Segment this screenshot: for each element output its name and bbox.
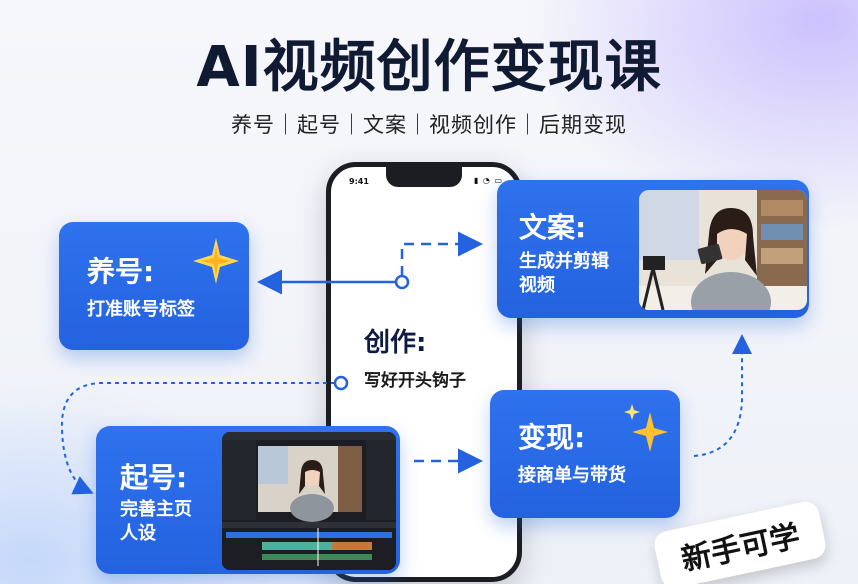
card-wenan: 文案: 生成并剪辑 视频 [497, 180, 809, 318]
card-bianxian-heading: 变现: [518, 421, 586, 454]
arrow-node-top [394, 274, 410, 290]
card-bianxian: 变现: 接商单与带货 [490, 390, 680, 518]
arrow-to-wen [400, 231, 483, 276]
create-heading: 创作: [364, 328, 427, 358]
card-wenan-heading: 文案: [519, 211, 587, 244]
create-desc: 写好开头钩子 [364, 371, 466, 391]
page-subtitle: 养号｜起号｜文案｜视频创作｜后期变现 [231, 113, 627, 137]
card-wenan-desc-line1: 生成并剪辑 [519, 251, 609, 272]
arrow-node-mid [333, 375, 349, 391]
phone-status-icons: ▮ ◔ ▭ [473, 176, 503, 185]
card-yanghao-heading: 养号: [87, 255, 155, 288]
sparkle-icon [193, 238, 239, 284]
card-bianxian-desc: 接商单与带货 [518, 465, 626, 486]
card-yanghao-desc: 打准账号标签 [87, 299, 195, 320]
card-qihao-heading: 起号: [120, 461, 188, 494]
arrow-bian-to-wen [693, 334, 752, 457]
page-title: AI视频创作变现课 [196, 35, 662, 100]
arrow-to-qi [60, 382, 335, 495]
card-qihao-desc-line1: 完善主页 [120, 499, 192, 520]
star-sparkle-icon [624, 404, 668, 452]
phone-notch [386, 167, 462, 187]
card-yanghao: 养号: 打准账号标签 [59, 222, 249, 350]
card-wenan-desc: 生成并剪辑 视频 [519, 250, 609, 298]
card-qihao-desc: 完善主页 人设 [120, 498, 192, 546]
phone-time: 9:41 [349, 177, 369, 186]
video-editor-screenshot [222, 432, 396, 570]
card-qihao: 起号: 完善主页 人设 [96, 426, 400, 574]
card-wenan-desc-line2: 视频 [519, 275, 555, 296]
woman-filming-photo [639, 190, 807, 310]
card-qihao-desc-line2: 人设 [120, 523, 156, 544]
